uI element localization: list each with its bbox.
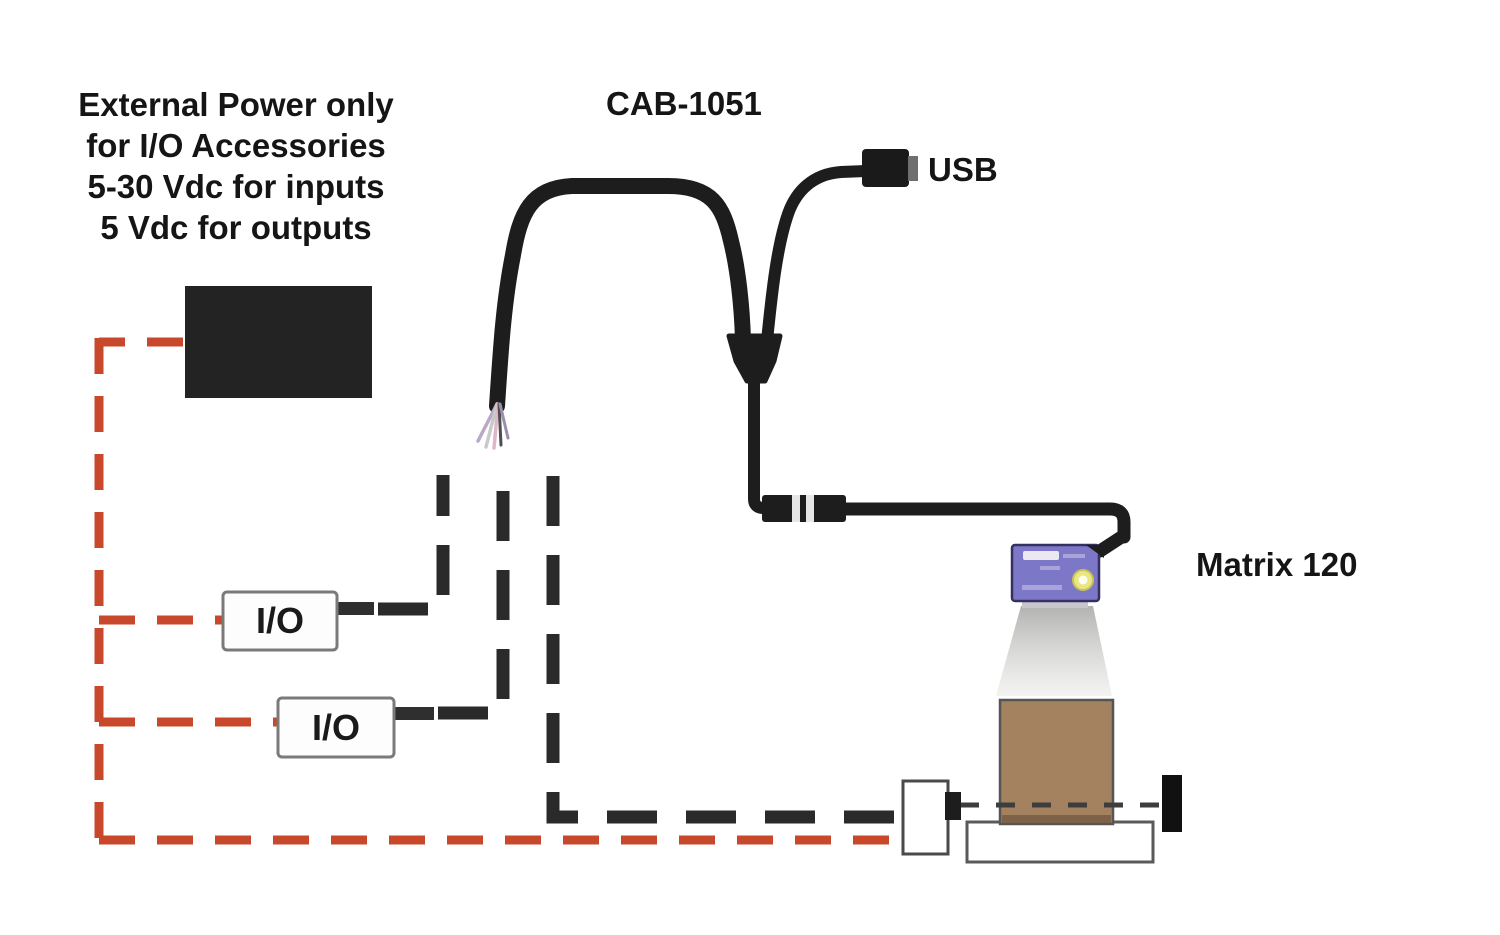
io-accessory-wiring (378, 475, 902, 824)
illumination-beam (996, 606, 1112, 696)
device-marking (1063, 554, 1085, 558)
external-power-note-line: External Power only (78, 86, 394, 123)
io-box-1-label: I/O (255, 600, 304, 641)
reflector-bar (1162, 775, 1182, 832)
connector-stripe (792, 495, 800, 522)
inline-connector (762, 495, 846, 522)
connector-stripe (806, 495, 814, 522)
external-power-note-line: 5-30 Vdc for inputs (87, 168, 385, 205)
device-cable-entry (1086, 545, 1104, 558)
cab-1051-cable (476, 149, 1131, 558)
black-wire-io1 (378, 475, 450, 616)
io-box-2 (276, 696, 396, 759)
cable-to-reader (839, 502, 1131, 544)
frayed-wires-icon (476, 402, 510, 450)
io-box-2-label: I/O (311, 706, 360, 748)
device-marking (1022, 585, 1062, 590)
external-power-wiring (94, 337, 902, 845)
usb-label: USB (928, 151, 998, 188)
package-box (998, 698, 1115, 826)
black-wire-io2 (438, 481, 510, 720)
y-splitter (726, 333, 783, 384)
external-power-note-line: 5 Vdc for outputs (100, 209, 372, 246)
photocell-emitter (945, 792, 961, 820)
io-box-1 (221, 590, 339, 652)
device-marking (1040, 566, 1060, 570)
cable-usb-branch (761, 165, 872, 347)
photocell-sensor (901, 779, 950, 856)
io2-lead (393, 707, 434, 720)
package-box-shadow (1002, 815, 1111, 823)
camera-lens-center (1078, 575, 1088, 585)
usb-connector-icon (862, 149, 918, 187)
black-wire-photocell (546, 476, 902, 824)
external-power-note: External Power only for I/O Accessories … (48, 84, 424, 248)
cab-1051-label: CAB-1051 (606, 85, 762, 122)
matrix-120-device (1010, 543, 1104, 608)
power-supply-box (185, 286, 372, 398)
device-base (1022, 598, 1088, 608)
cable-down-from-splitter (748, 372, 774, 514)
io1-lead (337, 602, 374, 615)
external-power-note-line: for I/O Accessories (86, 127, 386, 164)
matrix-120-label: Matrix 120 (1196, 546, 1358, 583)
conveyor-platform (965, 820, 1155, 864)
device-logo (1023, 551, 1059, 560)
cable-main-arc (489, 178, 751, 414)
